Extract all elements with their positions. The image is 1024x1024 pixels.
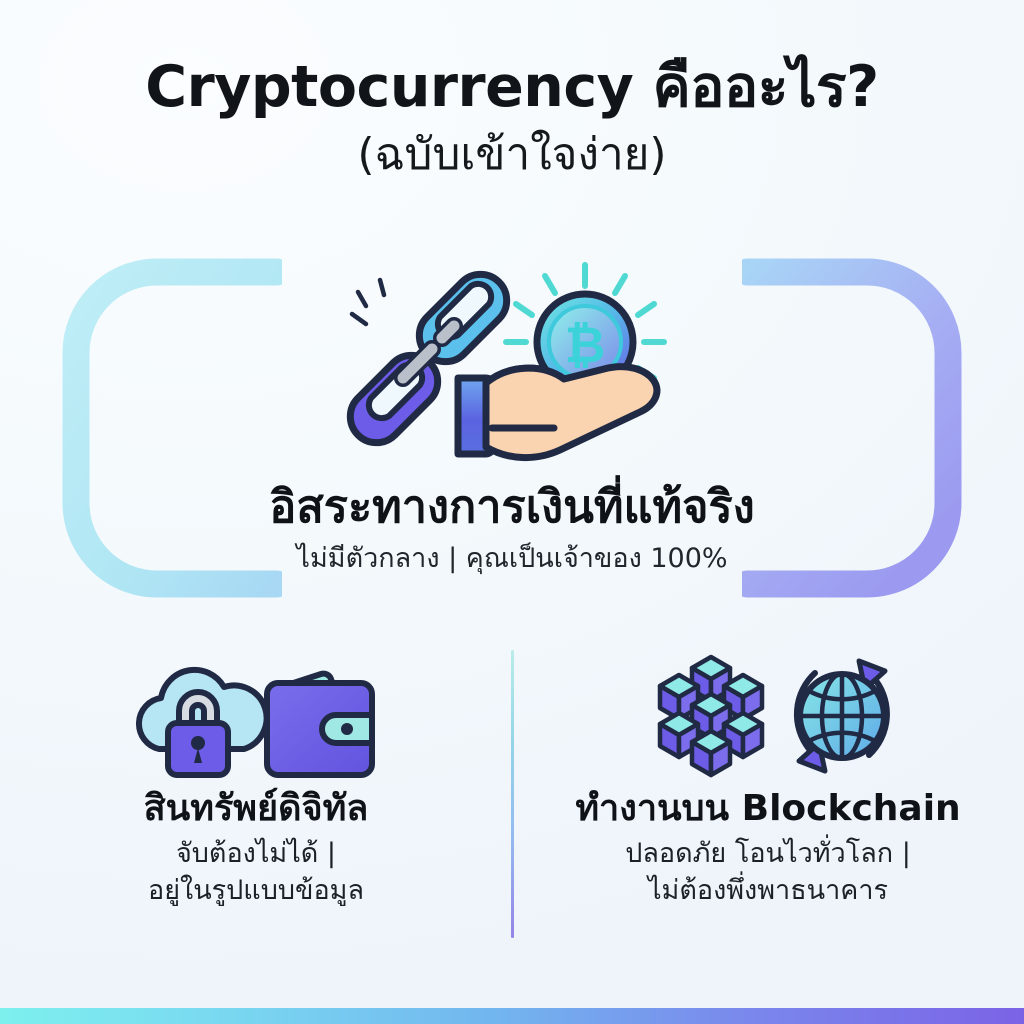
column-sub-line-2: ไม่ต้องพึ่งพาธนาคาร — [647, 874, 889, 906]
wallet-icon — [264, 670, 375, 778]
column-heading-digital-asset: สินทรัพย์ดิจิทัล — [143, 788, 369, 829]
hero-text-block: อิสระทางการเงินที่แท้จริง ไม่มีตัวกลาง |… — [0, 480, 1024, 575]
hero-heading: อิสระทางการเงินที่แท้จริง — [269, 480, 755, 533]
column-sub-line-1: ปลอดภัย โอนไวทั่วโลก | — [625, 838, 911, 870]
hero-subheading: ไม่มีตัวกลาง | คุณเป็นเจ้าของ 100% — [296, 543, 728, 575]
feature-column-blockchain: ทำงานบน Blockchain ปลอดภัย โอนไวทั่วโลก … — [512, 648, 1024, 948]
broken-connector-icon — [394, 317, 463, 387]
column-sub-blockchain: ปลอดภัย โอนไวทั่วโลก | ไม่ต้องพึ่งพาธนาค… — [625, 836, 911, 909]
hero-illustration: ₿ — [340, 252, 692, 470]
footer-gradient-bar — [0, 1008, 1024, 1024]
column-sub-digital-asset: จับต้องไม่ได้ | อยู่ในรูปแบบข้อมูล — [148, 836, 364, 909]
feature-columns: สินทรัพย์ดิจิทัล จับต้องไม่ได้ | อยู่ในร… — [0, 648, 1024, 948]
page-subtitle: (ฉบับเข้าใจง่าย) — [357, 128, 667, 180]
column-sub-line-1: จับต้องไม่ได้ | — [175, 838, 337, 870]
digital-asset-illustration — [131, 648, 381, 784]
column-divider — [511, 650, 514, 938]
blockchain-nodes-icon — [660, 657, 762, 775]
cloud-lock-icon — [135, 666, 270, 778]
blockchain-illustration — [637, 648, 899, 784]
open-hand-icon — [454, 363, 661, 462]
column-heading-blockchain: ทำงานบน Blockchain — [575, 788, 961, 829]
title-block: Cryptocurrency คืออะไร? (ฉบับเข้าใจง่าย) — [0, 56, 1024, 179]
svg-text:₿: ₿ — [565, 316, 606, 374]
column-sub-line-2: อยู่ในรูปแบบข้อมูล — [147, 874, 364, 906]
page-title: Cryptocurrency คืออะไร? — [145, 54, 879, 120]
globe-exchange-icon — [793, 658, 890, 774]
feature-column-digital-asset: สินทรัพย์ดิจิทัล จับต้องไม่ได้ | อยู่ในร… — [0, 648, 512, 948]
